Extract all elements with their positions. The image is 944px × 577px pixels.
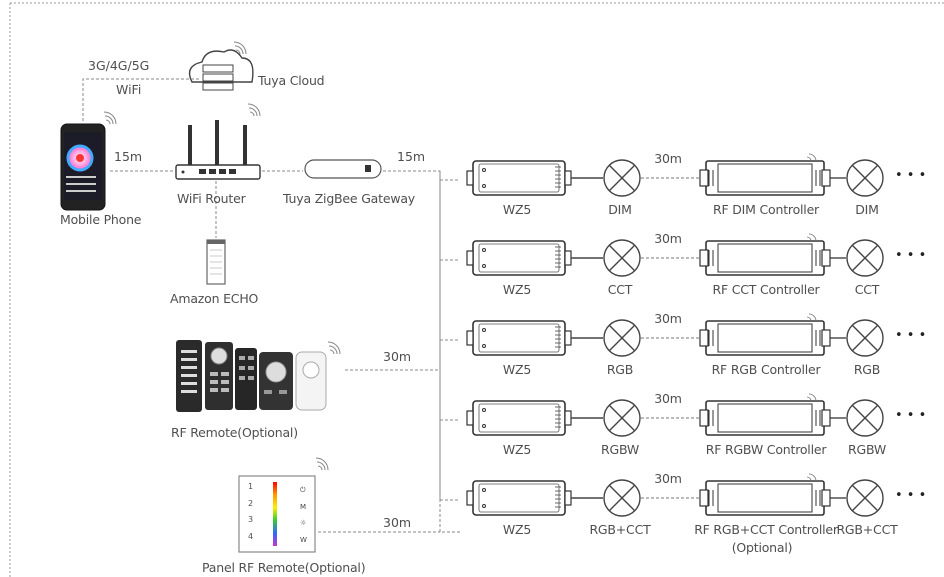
wz5-receiver-icon	[466, 480, 572, 516]
rf-controller-icon	[699, 313, 831, 356]
load-label: CCT	[854, 282, 880, 297]
output-row	[466, 393, 884, 437]
panel-remote-label: Panel RF Remote(Optional)	[202, 560, 366, 575]
output-row	[466, 313, 884, 357]
rf-remote-icon	[176, 340, 341, 412]
distance-phone-router: 15m	[114, 149, 143, 164]
distance-label: 30m	[654, 151, 682, 166]
lamp-icon	[603, 159, 641, 197]
more-ellipsis: • • •	[895, 248, 927, 263]
receiver-label: WZ5	[502, 282, 532, 297]
mobile-phone-label: Mobile Phone	[60, 212, 142, 227]
more-ellipsis: • • •	[895, 328, 927, 343]
receiver-label: WZ5	[502, 522, 532, 537]
load-label: RGB	[606, 362, 634, 377]
output-row	[466, 473, 884, 517]
load-label: DIM	[855, 202, 879, 217]
distance-gateway-wz5: 15m	[397, 149, 426, 164]
gateway-label: Tuya ZigBee Gateway	[283, 191, 416, 206]
svg-text:☼: ☼	[300, 519, 306, 527]
distance-panel: 30m	[383, 515, 412, 530]
rf-controller-icon	[699, 153, 831, 196]
mobile-phone-icon	[60, 111, 117, 211]
lamp-icon	[846, 319, 884, 357]
distance-remote: 30m	[383, 349, 412, 364]
lamp-icon	[603, 479, 641, 517]
distance-label: 30m	[654, 391, 682, 406]
distance-label: 30m	[654, 471, 682, 486]
lamp-icon	[603, 239, 641, 277]
controller-sub-label: (Optional)	[731, 540, 793, 555]
rf-remote-label: RF Remote(Optional)	[171, 425, 298, 440]
wz5-receiver-icon	[466, 160, 572, 196]
svg-text:⏻: ⏻	[300, 486, 306, 494]
wz5-receiver-icon	[466, 400, 572, 436]
svg-text:M: M	[300, 503, 306, 511]
controller-label: RF CCT Controller	[712, 282, 820, 297]
panel-key-2: 2	[248, 499, 253, 508]
lamp-icon	[603, 399, 641, 437]
more-ellipsis: • • •	[895, 488, 927, 503]
controller-label: RF DIM Controller	[712, 202, 820, 217]
load-label: RGB+CCT	[589, 522, 651, 537]
panel-key-4: 4	[248, 532, 253, 541]
lamp-icon	[603, 319, 641, 357]
distance-label: 30m	[654, 231, 682, 246]
more-ellipsis: • • •	[895, 168, 927, 183]
receiver-label: WZ5	[502, 202, 532, 217]
load-label: RGBW	[600, 442, 640, 457]
rf-controller-icon	[699, 473, 831, 516]
receiver-label: WZ5	[502, 362, 532, 377]
more-ellipsis: • • •	[895, 408, 927, 423]
load-label: RGB+CCT	[836, 522, 898, 537]
rf-controller-icon	[699, 233, 831, 276]
load-label: DIM	[608, 202, 632, 217]
controller-label: RF RGB+CCT Controller	[694, 522, 838, 537]
controller-label: RF RGB Controller	[711, 362, 821, 377]
lamp-icon	[846, 399, 884, 437]
panel-key-3: 3	[248, 515, 253, 524]
wifi-router-icon	[175, 103, 261, 180]
rf-controller-icon	[699, 393, 831, 436]
distance-label: 30m	[654, 311, 682, 326]
panel-key-1: 1	[248, 482, 253, 491]
output-row	[466, 153, 884, 197]
wz5-receiver-icon	[466, 320, 572, 356]
zigbee-gateway-icon	[304, 159, 382, 179]
load-label: RGBW	[847, 442, 887, 457]
cellular-label: 3G/4G/5G	[88, 58, 150, 73]
svg-text:W: W	[300, 536, 307, 544]
controller-label: RF RGBW Controller	[705, 442, 827, 457]
receiver-label: WZ5	[502, 442, 532, 457]
wifi-label: WiFi	[116, 82, 142, 97]
wifi-router-label: WiFi Router	[177, 191, 246, 206]
amazon-echo-label: Amazon ECHO	[170, 291, 259, 306]
load-label: CCT	[607, 282, 633, 297]
amazon-echo-icon	[206, 239, 226, 285]
wz5-receiver-icon	[466, 240, 572, 276]
tuya-cloud-label: Tuya Cloud	[258, 73, 325, 88]
output-rows	[466, 153, 884, 517]
panel-remote-icon: ⏻ M ☼ W	[238, 457, 329, 553]
connection-lines	[82, 78, 460, 533]
lamp-icon	[846, 239, 884, 277]
load-label: RGB	[853, 362, 881, 377]
lamp-icon	[846, 159, 884, 197]
lamp-icon	[846, 479, 884, 517]
tuya-cloud-icon	[188, 41, 254, 91]
output-row	[466, 233, 884, 277]
